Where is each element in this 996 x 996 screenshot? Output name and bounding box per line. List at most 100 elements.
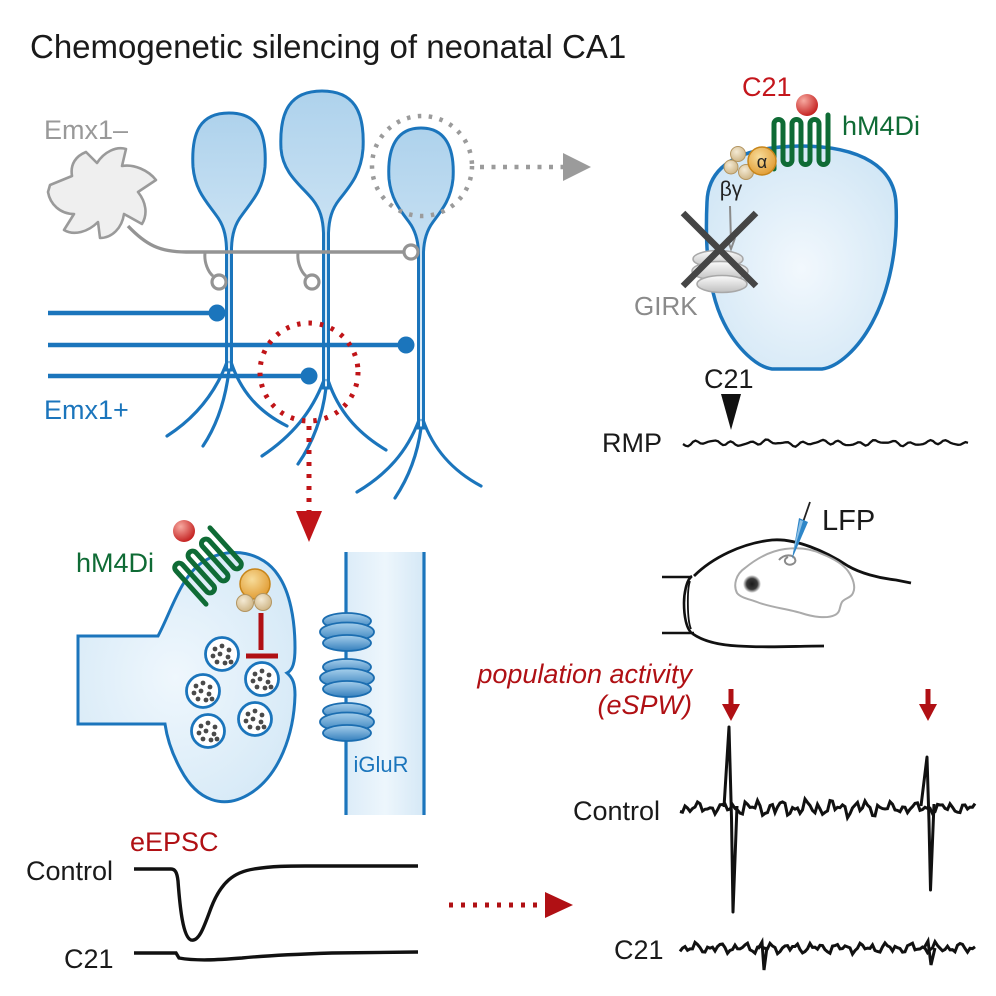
neurotransmitter-dot (247, 724, 253, 730)
g-betagamma-icon (236, 594, 254, 612)
c21-residual-spike (756, 936, 769, 971)
neurotransmitter-dot (195, 696, 201, 702)
mouse-head-icon (662, 538, 912, 649)
neurotransmitter-dot (250, 678, 256, 684)
neurotransmitter-dot (212, 724, 218, 730)
neurotransmitter-dot (245, 711, 251, 717)
espw-arrow-icon (722, 689, 740, 721)
lfp-traces-panel: population activity (eSPW) Control C21 (476, 659, 977, 971)
neurotransmitter-dot (225, 654, 231, 660)
eepsc-title: eEPSC (130, 827, 219, 857)
neurotransmitter-dot (262, 685, 268, 691)
figure-title: Chemogenetic silencing of neonatal CA1 (30, 28, 626, 65)
brain-outline (734, 547, 856, 619)
rmp-trace (682, 438, 969, 448)
eepsc-control-trace (134, 864, 418, 942)
neurotransmitter-dot (205, 720, 211, 726)
pyramidal-neuron-2 (260, 89, 388, 466)
block-x-icon (680, 210, 759, 289)
iglur-label: iGluR (353, 752, 408, 777)
eepsc-c21-label: C21 (64, 944, 114, 974)
neurotransmitter-dot (259, 668, 265, 674)
iglur-receptor-icons (319, 612, 375, 742)
neurotransmitter-dot (200, 680, 206, 686)
presynaptic-terminal (76, 551, 297, 804)
espw-label: (eSPW) (598, 690, 693, 720)
rmp-label: RMP (602, 428, 662, 458)
eye-icon (743, 575, 761, 593)
inhibitory-bouton-icon (210, 273, 228, 291)
iglur-receptor-icon (322, 724, 372, 742)
eepsc-c21-trace (134, 950, 419, 962)
neurotransmitter-dot (252, 708, 258, 714)
neurotransmitter-dot (252, 671, 258, 677)
neurotransmitter-dot (226, 647, 232, 653)
iglur-receptor-icon (322, 634, 372, 652)
neurotransmitter-dot (212, 646, 218, 652)
g-alpha-label: α (757, 152, 767, 172)
c21-label-top: C21 (742, 72, 792, 102)
inhibitory-bouton-icon (303, 273, 321, 291)
espw-event-2 (919, 755, 936, 892)
pyramidal-neuron-1 (165, 111, 289, 448)
neurotransmitter-dot (210, 653, 216, 659)
zoom-arrow-down-red-icon (296, 426, 322, 542)
neurotransmitter-dot (198, 723, 204, 729)
neurotransmitter-dot (258, 719, 264, 725)
neurotransmitter-dot (196, 730, 202, 736)
hippocampus-icon (778, 554, 797, 566)
hm4di-label-synapse: hM4Di (76, 548, 154, 578)
soma-inset-panel: α βγ C21 hM4Di GIRK (634, 72, 920, 371)
neurotransmitter-dot (208, 737, 214, 743)
emx1-negative-label: Emx1– (44, 115, 128, 145)
application-arrowhead-icon (721, 394, 741, 430)
neurotransmitter-dot (255, 725, 261, 731)
lfp-control-label: Control (573, 796, 660, 826)
lfp-c21-label: C21 (614, 935, 664, 965)
neurotransmitter-dot (266, 672, 272, 678)
emx1-positive-label: Emx1+ (44, 395, 129, 425)
espw-arrow-icon (919, 689, 937, 721)
neurotransmitter-dot (209, 696, 215, 702)
neurotransmitter-dot (193, 683, 199, 689)
inhibitory-bouton-icon (402, 243, 420, 261)
neurotransmitter-dot (259, 712, 265, 718)
neurotransmitter-dot (254, 684, 260, 690)
g-alpha-icon (747, 146, 777, 176)
inhibition-tbar-icon (246, 613, 278, 659)
neurotransmitter-dot (257, 676, 263, 682)
excitatory-bouton-icon (300, 367, 318, 385)
synaptic-vesicles (185, 636, 280, 749)
interneuron-icon (46, 146, 158, 240)
neurotransmitter-dot (268, 684, 274, 690)
soma-highlight-circle (369, 113, 475, 219)
excitatory-bouton-icon (397, 336, 415, 354)
lfp-electrode-icon (792, 501, 811, 559)
excitatory-bouton-icon (208, 304, 226, 322)
iglur-receptor-icon (322, 680, 372, 698)
rmp-panel: C21 RMP (602, 364, 969, 458)
gray-axon (126, 224, 420, 291)
neurotransmitter-dot (203, 697, 209, 703)
neurotransmitter-dot (207, 684, 213, 690)
girk-label: GIRK (634, 291, 698, 321)
neurotransmitter-dot (191, 690, 197, 696)
c21-ligand-icon (173, 520, 195, 542)
flow-arrow-icon (449, 892, 573, 918)
neurotransmitter-dot (203, 728, 209, 734)
g-betagamma-label: βγ (720, 178, 743, 201)
g-betagamma-icon (730, 146, 746, 162)
neurotransmitter-dot (217, 651, 223, 657)
neurotransmitter-dot (211, 731, 217, 737)
zoom-arrow-right-gray-icon (480, 153, 591, 181)
g-betagamma-icon (723, 159, 739, 175)
synapse-highlight-circle (257, 320, 361, 424)
neurotransmitter-dot (222, 660, 228, 666)
circuit-panel: Emx1– (44, 89, 591, 542)
neurotransmitter-dot (261, 724, 267, 730)
eepsc-control-label: Control (26, 856, 113, 886)
synapse-inset-panel: iGluR hM4Di (76, 520, 426, 815)
eepsc-panel: eEPSC Control C21 (26, 827, 419, 974)
